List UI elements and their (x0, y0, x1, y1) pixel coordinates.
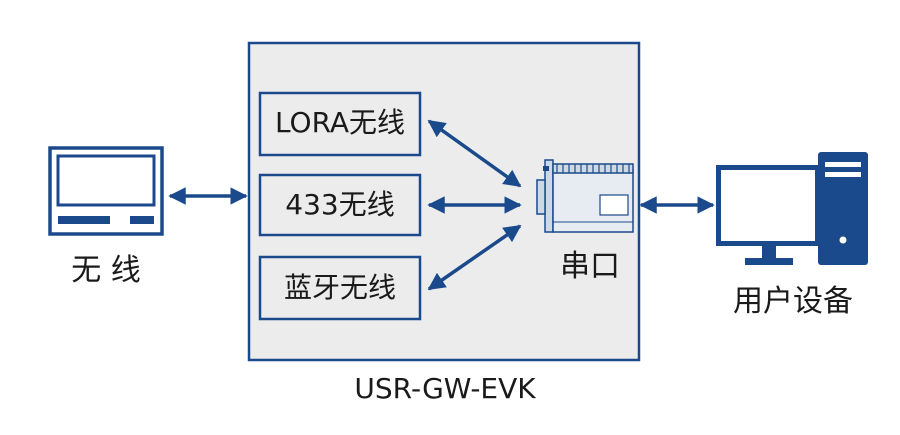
user-device-label: 用户设备 (733, 284, 853, 319)
gateway-label: USR-GW-EVK (354, 372, 536, 405)
module-box-bluetooth (258, 255, 422, 321)
module-box-433 (258, 173, 422, 237)
module-label-bluetooth: 蓝牙无线 (283, 271, 396, 304)
module-label-lora: LORA无线 (274, 106, 406, 139)
serial-label: 串口 (560, 249, 620, 284)
wireless-terminal-icon (48, 146, 164, 236)
serial-device-icon (536, 159, 634, 233)
user-computer-icon (716, 152, 868, 265)
module-box-lora (258, 91, 422, 157)
arrow-lora-serial (427, 119, 522, 188)
arrow-bluetooth-serial (427, 224, 522, 291)
terminal-label: 无 线 (71, 253, 141, 288)
module-label-433: 433无线 (285, 188, 395, 221)
